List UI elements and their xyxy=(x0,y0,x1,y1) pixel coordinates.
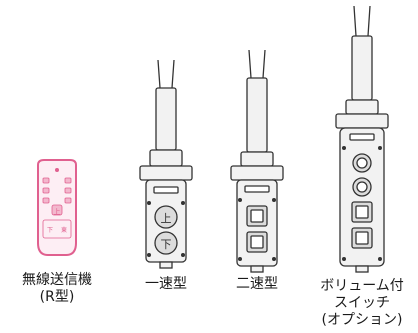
volume-switch-pendant xyxy=(335,5,389,273)
volume-switch-label: ボリューム付 スイッチ (オプション) xyxy=(307,278,417,329)
strain-relief-sleeve xyxy=(351,35,373,101)
strain-relief-sleeve xyxy=(246,77,268,153)
down-switch-face xyxy=(355,231,369,245)
screw xyxy=(342,146,346,150)
remote-mark-up: 上 xyxy=(54,207,61,216)
cable xyxy=(157,59,175,89)
volume-knob-center xyxy=(356,157,368,169)
upper-cap xyxy=(240,151,274,167)
cable xyxy=(248,49,266,79)
remote-led xyxy=(55,168,59,172)
top-plate xyxy=(230,165,284,181)
up-button xyxy=(154,205,178,229)
screw xyxy=(378,146,382,150)
round-button-center xyxy=(356,181,368,193)
strain-relief-sleeve xyxy=(155,87,177,151)
upper-cap xyxy=(345,99,379,115)
remote-button xyxy=(42,177,50,184)
single-speed-label: 一速型 xyxy=(111,276,221,293)
top-plate xyxy=(335,113,389,129)
remote-button xyxy=(64,177,72,184)
remote-center-button xyxy=(51,204,63,216)
screw xyxy=(272,257,276,261)
wireless-transmitter: 上 下 東 xyxy=(37,159,77,256)
bottom-cap xyxy=(355,265,369,273)
label-line: スイッチ xyxy=(334,295,390,311)
screw xyxy=(147,201,151,205)
upper-cap xyxy=(149,149,183,167)
label-line: 無線送信機 xyxy=(22,272,92,288)
remote-mark-east: 東 xyxy=(61,226,67,234)
cable xyxy=(353,5,371,37)
name-plate xyxy=(244,185,270,193)
remote-button xyxy=(64,187,72,194)
screw xyxy=(147,253,151,257)
two-speed-pendant xyxy=(230,49,284,273)
remote-mark-down: 下 xyxy=(47,227,53,234)
wireless-transmitter-label: 無線送信機 (R型) xyxy=(2,272,112,306)
top-plate xyxy=(139,165,193,181)
label-line: (オプション) xyxy=(321,312,403,328)
name-plate xyxy=(349,133,375,141)
bottom-cap xyxy=(250,265,264,273)
screw xyxy=(238,257,242,261)
screw xyxy=(272,198,276,202)
up-switch-face xyxy=(355,205,369,219)
screw xyxy=(181,201,185,205)
down-mark: 下 xyxy=(161,238,172,251)
up-switch-face xyxy=(250,209,264,223)
single-speed-pendant xyxy=(139,59,193,269)
screw xyxy=(378,257,382,261)
label-line: ボリューム付 xyxy=(320,278,404,294)
name-plate xyxy=(153,186,179,194)
screw xyxy=(181,253,185,257)
down-switch-face xyxy=(250,235,264,249)
remote-button xyxy=(42,187,50,194)
bottom-cap xyxy=(159,261,173,269)
up-mark: 上 xyxy=(161,212,172,225)
remote-button xyxy=(64,197,72,204)
screw xyxy=(342,257,346,261)
label-line: 一速型 xyxy=(145,276,187,292)
down-button xyxy=(154,231,178,255)
remote-button xyxy=(42,197,50,204)
label-line: 二速型 xyxy=(236,276,278,292)
label-line: (R型) xyxy=(39,289,75,305)
remote-lower-panel xyxy=(42,219,72,239)
two-speed-label: 二速型 xyxy=(202,276,312,293)
screw xyxy=(238,198,242,202)
